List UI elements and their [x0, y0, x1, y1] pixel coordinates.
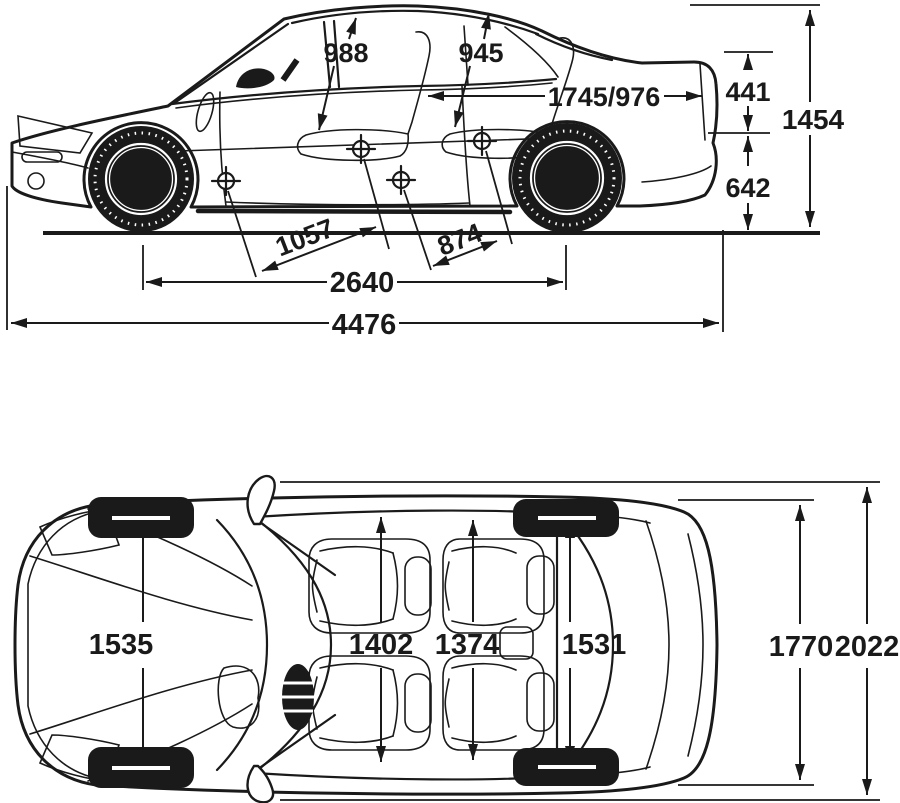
dim-overall-height: 1454 — [690, 4, 845, 227]
dim-loading-height: 642 — [725, 136, 771, 230]
driver-seat-top — [308, 538, 432, 634]
wheel-front-left — [88, 497, 194, 538]
reference-point-markers — [210, 125, 498, 197]
door-mirror-top — [246, 474, 276, 526]
dim-body-width: 1770 — [678, 499, 834, 786]
rear-wheel — [512, 123, 622, 233]
dim-label-front-headroom: 988 — [323, 38, 368, 68]
dim-label-wheelbase: 2640 — [330, 267, 395, 299]
dim-rear-track: 1531 — [562, 522, 627, 762]
dim-label-rear-interior-width: 1374 — [435, 629, 500, 661]
dim-label-loading-height: 642 — [725, 173, 770, 203]
dim-rear-interior-width: 1374 — [435, 520, 500, 760]
dim-interior-length: 1745/976 — [428, 82, 702, 112]
center-armrest — [499, 626, 534, 660]
wheel-rear-left — [513, 499, 619, 537]
dim-label-body-width: 1770 — [769, 631, 834, 663]
dim-front-interior-width: 1402 — [349, 517, 414, 762]
dim-trunk-opening-height: 441 — [708, 51, 773, 134]
dim-front-track: 1535 — [89, 521, 154, 764]
front-wheel — [88, 126, 194, 232]
dim-label-interior-length: 1745/976 — [548, 82, 661, 112]
dim-overall-length: 4476 — [6, 186, 724, 341]
top-body-detail-lines — [27, 508, 704, 782]
dim-label-trunk-opening-height: 441 — [725, 77, 770, 107]
dim-label-overall-width-with-mirrors: 2022 — [835, 631, 900, 663]
side-view: 988 945 1745/976 441 642 1454 — [6, 4, 845, 341]
dim-overall-width-with-mirrors: 2022 — [280, 481, 900, 801]
wheel-front-right — [88, 747, 194, 788]
dim-label-rear-seat-span: 874 — [433, 218, 486, 262]
wheel-rear-right — [513, 748, 619, 786]
dim-label-front-interior-width: 1402 — [349, 629, 414, 661]
dim-front-headroom: 988 — [317, 17, 369, 131]
dim-label-rear-track: 1531 — [562, 629, 627, 661]
dim-label-front-track: 1535 — [89, 629, 154, 661]
dim-wheelbase: 2640 — [142, 245, 567, 299]
rear-seat-left-top — [442, 538, 555, 634]
dim-label-rear-headroom: 945 — [458, 38, 503, 68]
dim-label-overall-length: 4476 — [332, 309, 397, 341]
front-seat-side — [296, 31, 431, 162]
steering-wheel-top — [217, 664, 314, 730]
car-body-top — [13, 494, 719, 796]
top-view: 1535 1402 1374 1531 1770 — [13, 474, 900, 803]
door-mirror-bottom — [246, 764, 275, 803]
dim-label-overall-height: 1454 — [782, 104, 845, 135]
